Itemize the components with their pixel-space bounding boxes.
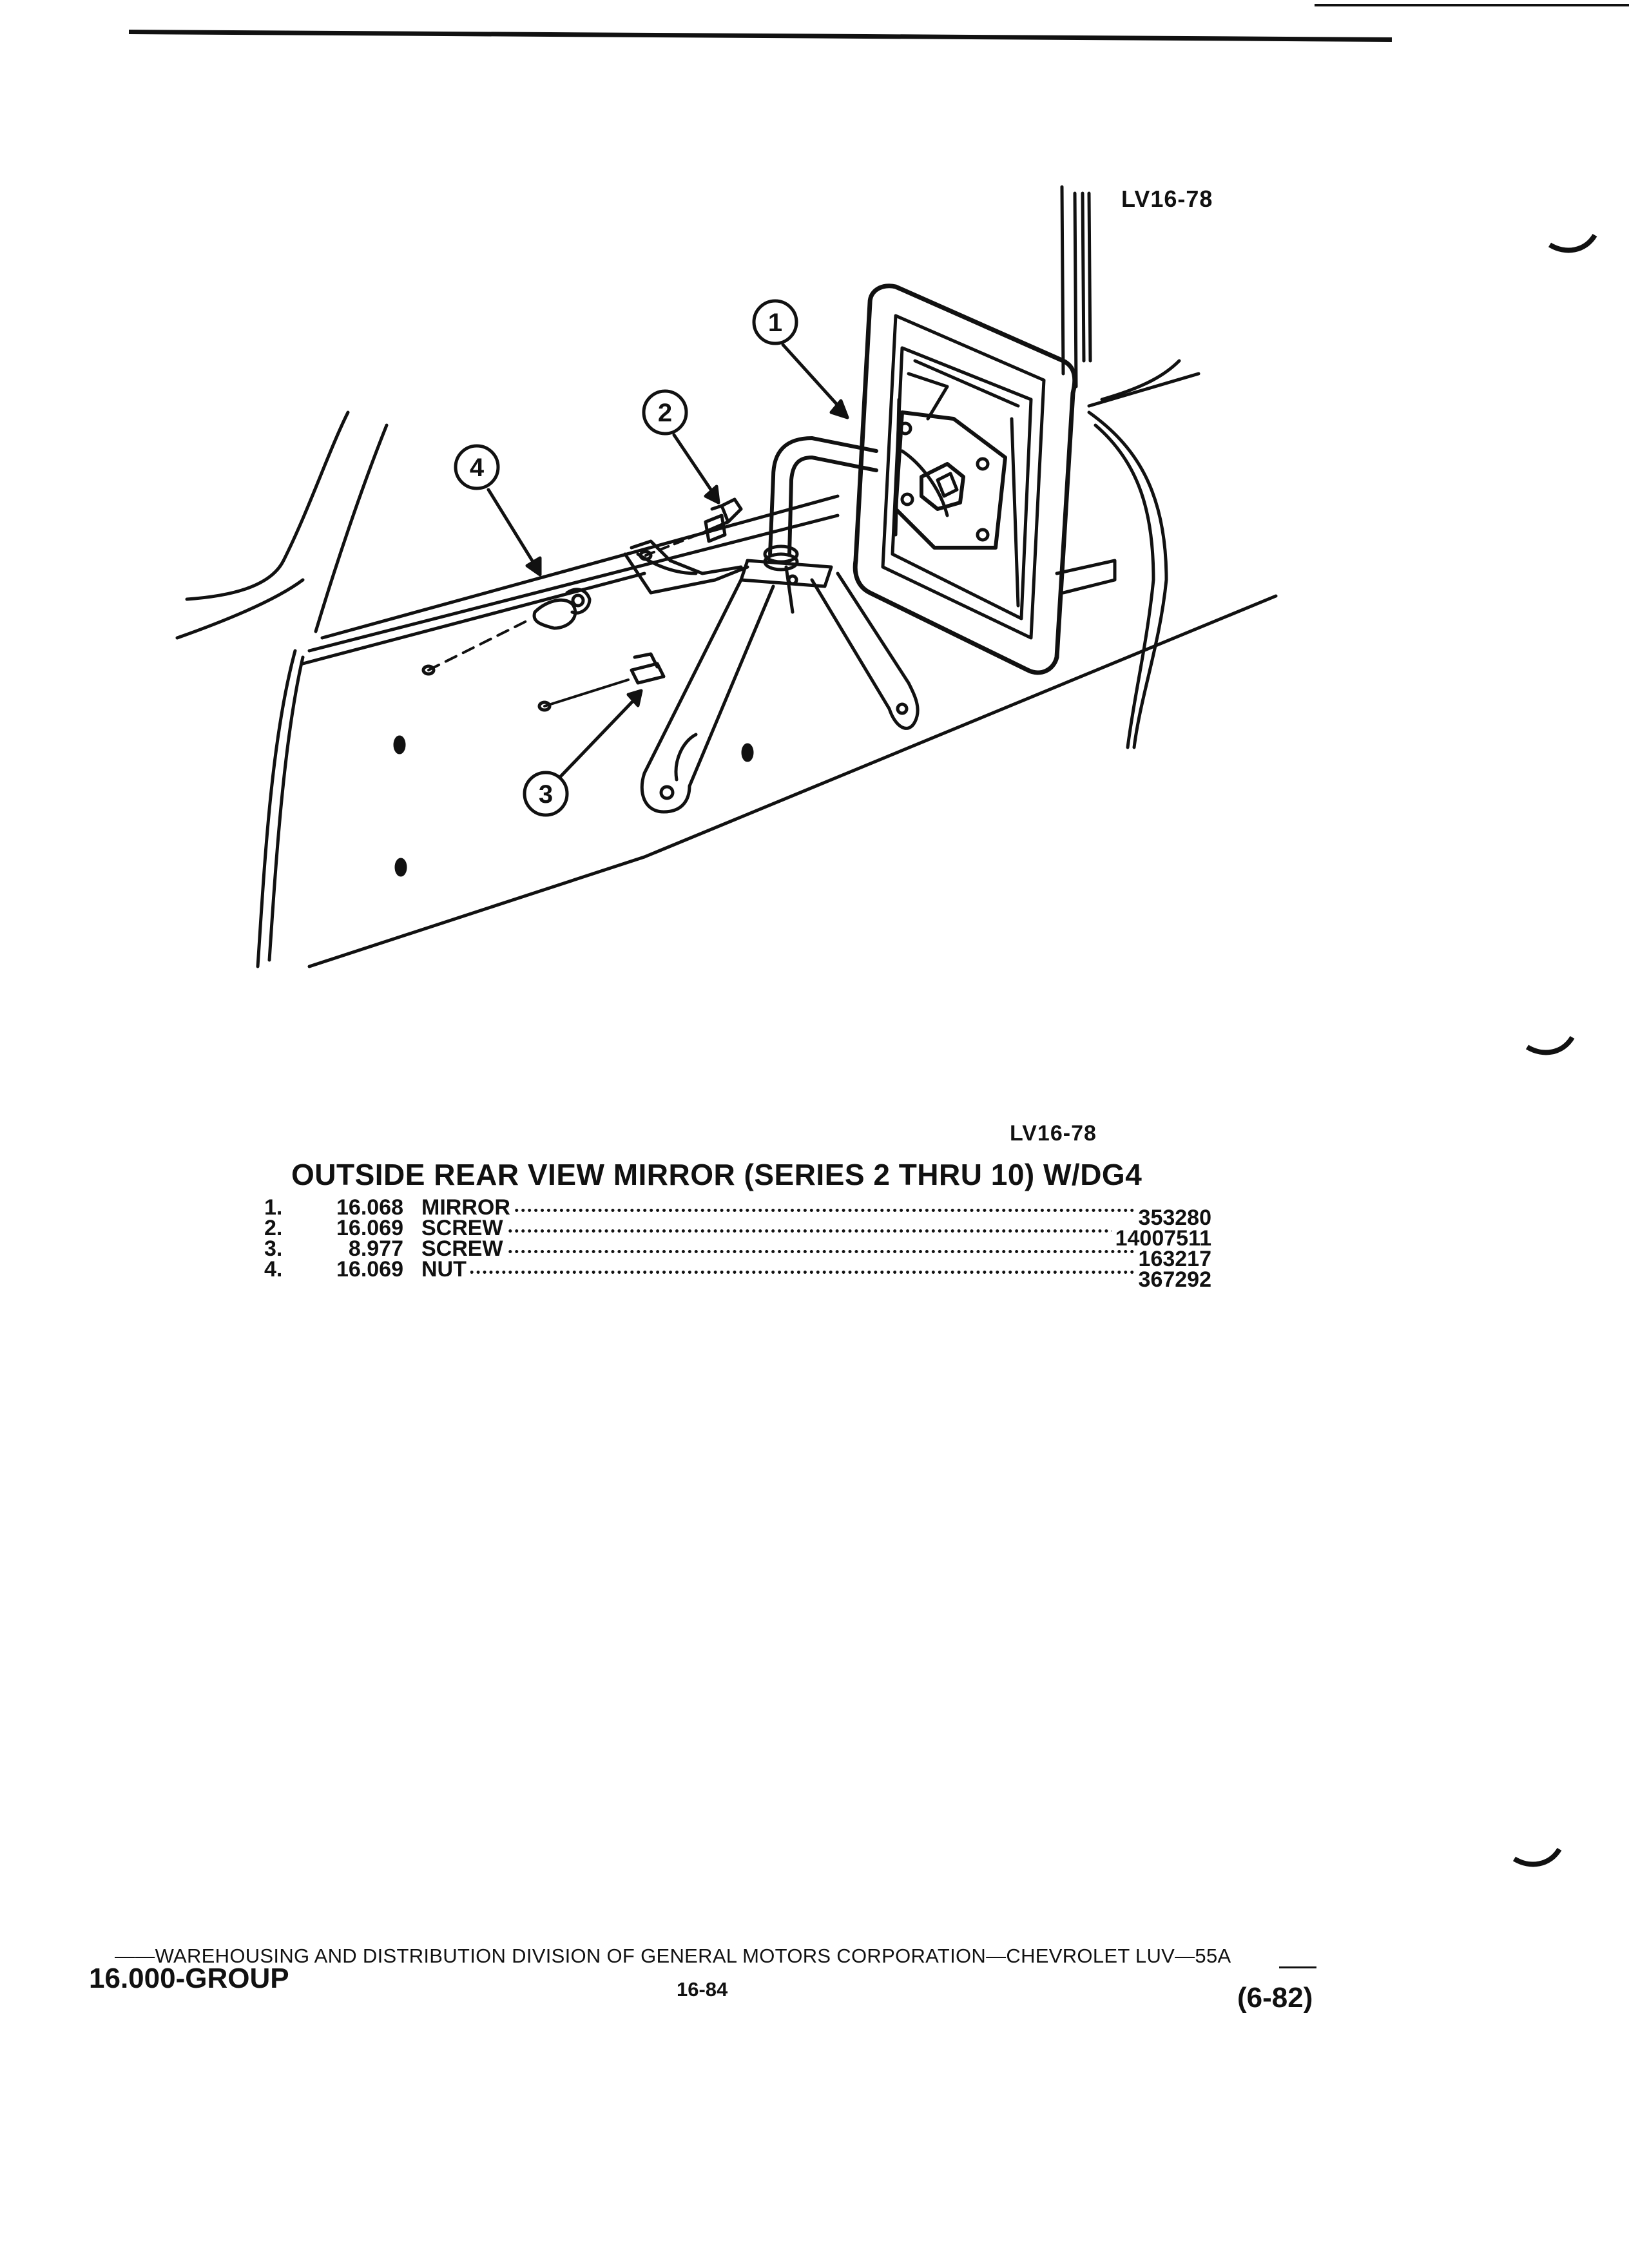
part-name: SCREW — [421, 1238, 507, 1260]
fasteners — [427, 497, 743, 707]
callout-2 — [642, 389, 720, 505]
part-item-number: 1. — [264, 1195, 283, 1220]
binder-mark — [1548, 233, 1597, 253]
parts-list: 1. 16.068 MIRROR 353280 2. 16.069 SCREW … — [264, 1195, 1211, 1291]
part-group-number: 8.977 — [348, 1236, 403, 1261]
leader-dots — [425, 1223, 1179, 1233]
part-row: 3. 8.977 SCREW 163217 — [264, 1236, 1211, 1270]
group-label: 16.000-GROUP — [89, 1963, 289, 1994]
part-name: NUT — [421, 1258, 470, 1280]
part-item-number: 2. — [264, 1216, 283, 1240]
exploded-mirror-diagram: 1 2 3 4 — [0, 0, 1629, 1031]
figure-id-top: LV16-78 — [1121, 186, 1213, 212]
door-holes — [393, 550, 754, 877]
leader-dots — [425, 1202, 1179, 1212]
part-number: 353280 — [1134, 1207, 1211, 1229]
figure-id-bottom: LV16-78 — [1010, 1121, 1097, 1146]
door-pillar — [1060, 185, 1092, 389]
top-rule-corner — [1315, 4, 1629, 6]
callout-3-label: 3 — [539, 780, 553, 809]
binder-mark — [1512, 1847, 1562, 1867]
date-code: (6-82) — [1237, 1982, 1313, 2013]
callout-1 — [752, 299, 849, 419]
binder-mark — [1525, 1035, 1575, 1055]
part-item-number: 4. — [264, 1257, 283, 1282]
part-item-number: 3. — [264, 1236, 283, 1261]
leader-dots — [425, 1244, 1179, 1253]
part-group-number: 16.069 — [336, 1257, 403, 1282]
footer-dash — [1279, 1966, 1316, 1968]
mirror-head — [853, 284, 1077, 675]
part-row: 4. 16.069 NUT 367292 — [264, 1257, 1211, 1291]
footer-division-line: ——WAREHOUSING AND DISTRIBUTION DIVISION … — [115, 1945, 1231, 1967]
mirror-brackets — [623, 539, 920, 814]
part-number: 163217 — [1134, 1248, 1211, 1270]
part-number: 14007511 — [1111, 1227, 1211, 1249]
door-body — [175, 359, 1278, 968]
part-name: MIRROR — [421, 1196, 514, 1218]
callout-4-label: 4 — [470, 454, 485, 482]
part-row: 2. 16.069 SCREW 14007511 — [264, 1216, 1211, 1249]
page-number: 16-84 — [677, 1978, 728, 2001]
part-group-number: 16.069 — [336, 1216, 403, 1240]
part-number: 367292 — [1134, 1269, 1211, 1291]
parts-list-title: OUTSIDE REAR VIEW MIRROR (SERIES 2 THRU … — [291, 1158, 1142, 1191]
leader-dots — [425, 1264, 1179, 1274]
part-row: 1. 16.068 MIRROR 353280 — [264, 1195, 1211, 1229]
callout-4 — [454, 444, 542, 577]
callout-1-label: 1 — [768, 309, 782, 337]
callout-3 — [523, 689, 643, 817]
part-group-number: 16.068 — [336, 1195, 403, 1220]
part-name: SCREW — [421, 1217, 507, 1239]
callout-2-label: 2 — [658, 399, 672, 427]
